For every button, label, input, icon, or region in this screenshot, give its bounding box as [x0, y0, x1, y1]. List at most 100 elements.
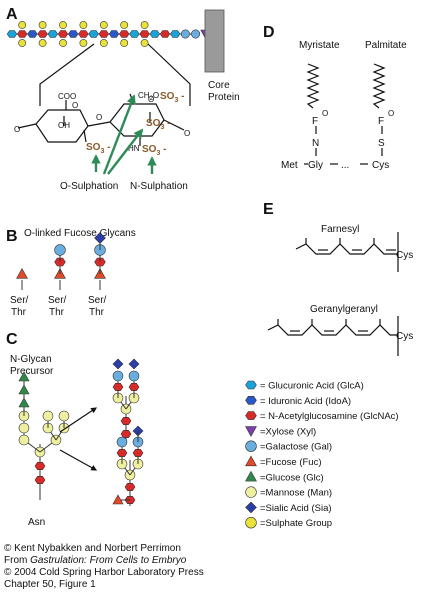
gal-residue — [180, 29, 190, 39]
sulphate-below — [18, 39, 27, 47]
sia-residue — [112, 358, 124, 370]
panel-e-label: E — [263, 201, 274, 218]
legend-label: =Sialic Acid (Sia) — [260, 503, 332, 514]
sia-residue — [128, 358, 140, 370]
idoa-residue — [108, 30, 120, 38]
glcnac-residue — [98, 30, 109, 38]
myristate-o: O — [322, 109, 328, 118]
sulphate-below — [79, 39, 88, 47]
sia-residue — [94, 232, 106, 244]
legend-label: = Iduronic Acid (IdoA) — [260, 396, 351, 407]
glcnac-residue — [139, 30, 150, 38]
zoom-line-left — [39, 43, 95, 106]
glc-residue — [18, 371, 30, 382]
panel-c-label: C — [6, 331, 18, 348]
man-residue — [18, 422, 30, 434]
o-sulphation-label: O-Sulphation — [60, 181, 118, 192]
glcnac-residue — [17, 30, 28, 38]
heparan-sulfate-chain — [6, 21, 212, 47]
myristate-f: F — [312, 116, 318, 127]
glcnac-residue — [132, 448, 144, 458]
credit-line-4: Chapter 50, Figure 1 — [4, 579, 96, 590]
credit-line-1: © Kent Nybakken and Norbert Perrimon — [4, 543, 181, 554]
fucose-glycans — [16, 232, 106, 290]
o-mid: O — [96, 113, 102, 122]
geranylgeranyl-chain — [267, 316, 399, 356]
legend-diamond-icon — [245, 501, 257, 514]
legend-label: =Glucose (Glc) — [260, 472, 324, 483]
credit-line-2: From Gastrulation: From Cells to Embryo — [4, 555, 187, 566]
o-right: O — [184, 129, 190, 138]
asn-label: Asn — [28, 517, 45, 528]
legend-label: =Fucose (Fuc) — [260, 457, 322, 468]
panel-b-label: B — [6, 228, 18, 245]
sulphate-above — [18, 21, 27, 29]
man-residue — [58, 410, 70, 422]
gal-residue — [54, 244, 66, 256]
glca-residue — [149, 30, 160, 38]
thr-label-1: Thr — [11, 307, 27, 318]
gal-residue — [128, 370, 140, 382]
core-protein-label-1: Core — [208, 80, 230, 91]
sulphate-above — [99, 21, 108, 29]
gal-residue — [191, 29, 201, 39]
lipid-chains — [304, 63, 386, 165]
glca-residue — [170, 30, 181, 38]
legend-hexagon-icon — [245, 395, 257, 405]
farnesyl-label: Farnesyl — [321, 224, 359, 235]
n-sulphation-label: N-Sulphation — [130, 181, 188, 192]
book-title: Gastrulation: From Cells to Embryo — [30, 555, 187, 566]
o-ring-2: O — [148, 95, 154, 104]
legend-label: =Mannose (Man) — [260, 488, 332, 499]
legend-hexagon-icon — [245, 411, 257, 420]
sulphate-below — [140, 39, 149, 47]
legend-label: = Glucuronic Acid (GlcA) — [260, 381, 364, 392]
zoom-line-right — [147, 43, 191, 106]
amide-n: N — [312, 138, 319, 149]
fuc-residue — [112, 494, 124, 505]
credit-line-3: © 2004 Cold Spring Harbor Laboratory Pre… — [4, 567, 204, 578]
sulphate-above — [140, 21, 149, 29]
cys-label-d: Cys — [372, 160, 389, 171]
glcnac-residue — [128, 382, 140, 392]
myristate-chain — [306, 63, 320, 109]
ser-label-3: Ser/ — [88, 295, 107, 306]
glc-residue — [18, 384, 30, 395]
legend: = Glucuronic Acid (GlcA) = Iduronic Acid … — [245, 381, 399, 529]
sulphate-below — [38, 39, 47, 47]
glcnac-residue — [159, 30, 171, 38]
thioester-s: S — [378, 138, 385, 149]
processing-arrow-down — [59, 449, 98, 471]
cys-label-farnesyl: Cys — [396, 250, 413, 261]
core-protein-bar — [204, 9, 225, 73]
sulphate-below — [59, 39, 67, 47]
palmitate-label: Palmitate — [365, 40, 407, 51]
farnesyl-chain — [295, 232, 399, 272]
glc-residue — [18, 397, 30, 408]
glcnac-residue — [120, 416, 132, 426]
precursor-label-2: Precursor — [10, 366, 54, 377]
thr-label-3: Thr — [89, 307, 105, 318]
glcnac-residue — [34, 461, 46, 471]
so3-6o: SO3 - — [160, 91, 184, 104]
idoa-residue — [27, 30, 38, 38]
legend-label: =Galactose (Gal) — [260, 442, 332, 453]
ser-label-2: Ser/ — [48, 295, 67, 306]
glcnac-residue — [119, 30, 130, 38]
legend-label: =Xylose (Xyl) — [260, 426, 316, 437]
geranylgeranyl-label: Geranylgeranyl — [310, 304, 378, 315]
glca-residue — [129, 30, 140, 38]
panel-a-label: A — [6, 6, 18, 23]
glcnac-residue — [78, 30, 89, 38]
sulphate-below — [120, 39, 129, 47]
processing-arrow-up — [59, 407, 97, 433]
fuc-residue — [16, 267, 28, 279]
myristate-label: Myristate — [299, 40, 340, 51]
o-sulph-arrow-3 — [107, 128, 144, 175]
thr-label-2: Thr — [49, 307, 65, 318]
gly-label: Gly — [308, 160, 323, 171]
o-sulph-arrow-2 — [102, 94, 136, 175]
man-residue — [42, 410, 54, 422]
met-label: Met — [281, 160, 298, 171]
